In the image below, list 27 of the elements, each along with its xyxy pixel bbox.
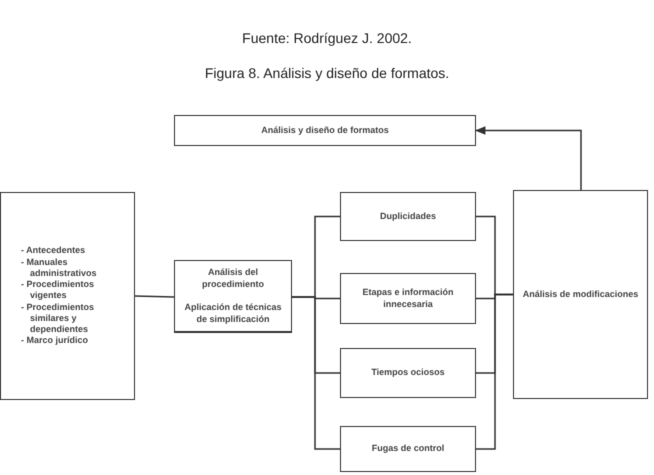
- list-item: - Antecedentes: [21, 245, 86, 257]
- list-item: - Marco jurídico: [21, 335, 88, 347]
- connector-line: [476, 294, 513, 450]
- box-text: Etapas e información innecesaria: [361, 287, 455, 310]
- process-box: [340, 273, 476, 324]
- process-box: [174, 260, 292, 333]
- list-item: - Procedimientos similares y dependientes: [21, 302, 96, 336]
- box-text: Tiempos ociosos: [371, 367, 445, 379]
- process-box: [340, 192, 476, 241]
- figure-title: Figura 8. Análisis y diseño de formatos.: [204, 65, 450, 81]
- box-text: Duplicidades: [380, 210, 436, 222]
- list-item: - Procedimientos vigentes: [21, 279, 96, 302]
- source-caption: Fuente: Rodríguez J. 2002.: [241, 30, 413, 46]
- box-text: Aplicación de técnicas de simplificación: [175, 296, 291, 332]
- box-text: Análisis y diseño de formatos: [261, 124, 389, 136]
- connector-line: [292, 296, 340, 450]
- box-text: Fugas de control: [372, 443, 444, 455]
- process-box: [340, 348, 476, 398]
- list-item: - Manuales administrativos: [21, 256, 98, 280]
- box-text: Análisis del procedimiento: [200, 266, 265, 291]
- arrow: [474, 126, 582, 190]
- process-box: [513, 190, 648, 399]
- process-box: [340, 426, 476, 472]
- process-box: [0, 192, 135, 400]
- process-box: [174, 115, 476, 146]
- connector-line: [134, 295, 174, 298]
- box-text: Análisis de modificaciones: [522, 288, 638, 300]
